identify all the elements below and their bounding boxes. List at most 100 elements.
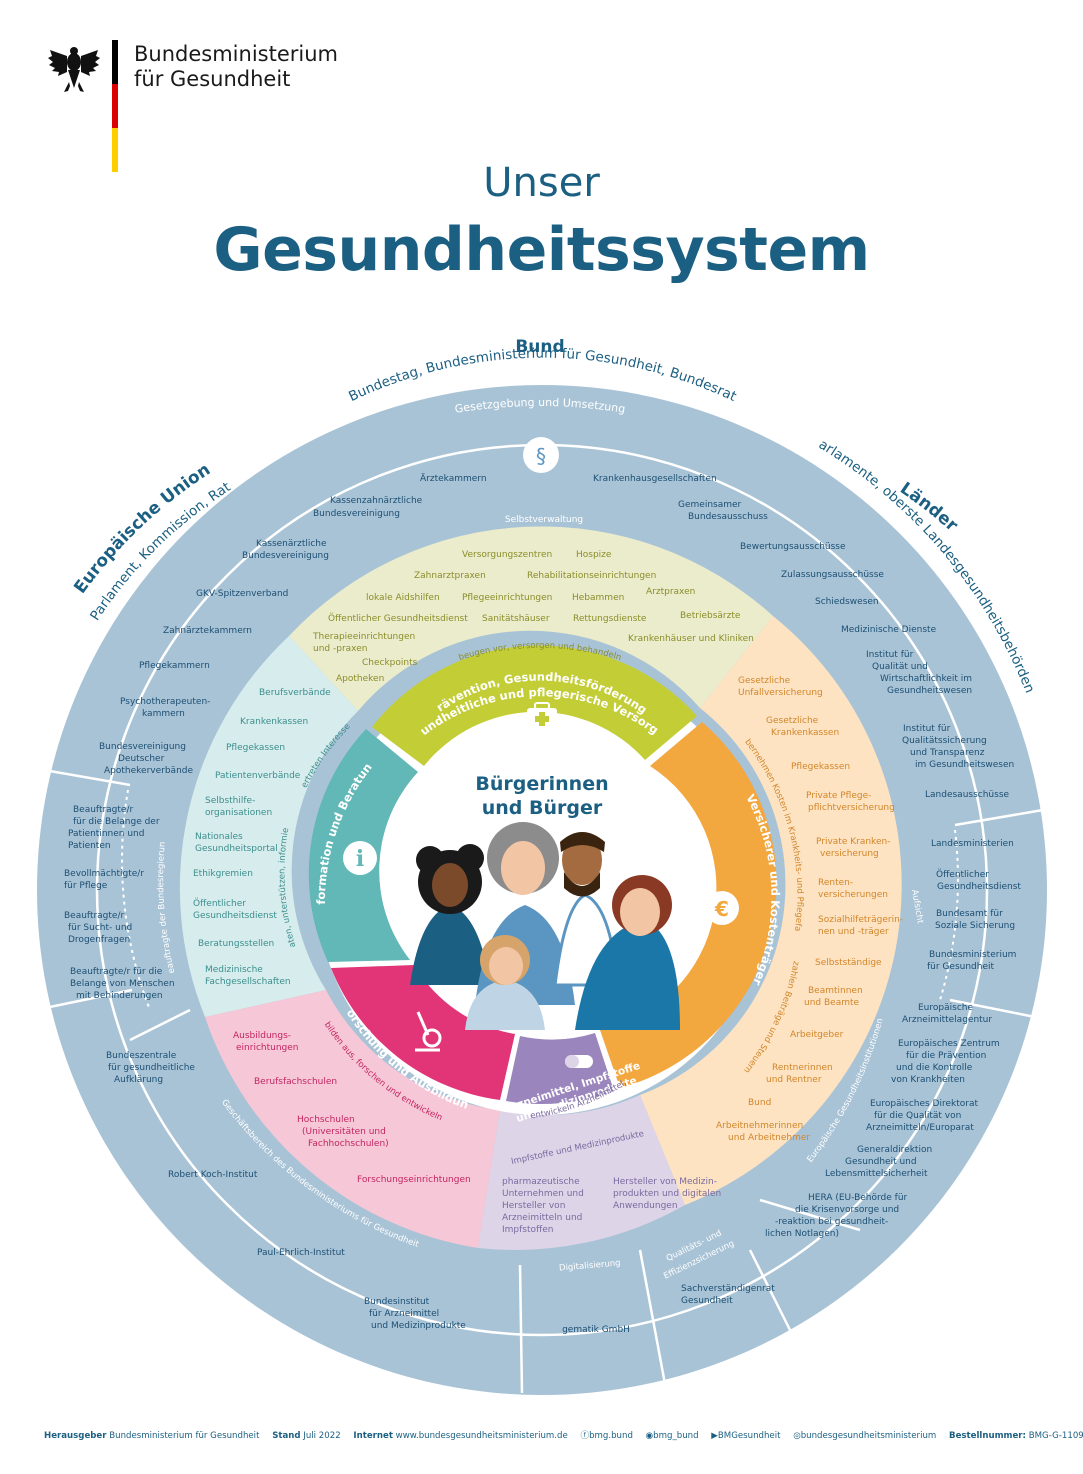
list-item: Europäische (918, 1003, 973, 1013)
selbstverwaltung-items: Ärztekammern Krankenhausgesellschaften K… (99, 473, 1014, 800)
list-item: Kassenzahnärztliche (330, 496, 423, 506)
list-item: lokale Aidshilfen (366, 593, 440, 603)
list-item: Hersteller von Medizin- (613, 1177, 717, 1187)
list-item: Öffentlicher Gesundheitsdienst (328, 613, 468, 624)
list-item: und Transparenz (910, 748, 985, 758)
list-item: Beamtinnen (808, 986, 863, 996)
list-item: und Medizinprodukte (371, 1321, 466, 1331)
list-item: Soziale Sicherung (935, 921, 1015, 931)
list-item: und Beamte (804, 998, 860, 1008)
list-item: Europäisches Direktorat (870, 1099, 978, 1109)
list-item: Forschungseinrichtungen (357, 1175, 471, 1185)
list-item: Paul-Ehrlich-Institut (257, 1248, 345, 1258)
list-item: Renten- (818, 878, 853, 888)
list-item: organisationen (205, 808, 272, 818)
sachverstaendigenrat-item2: Gesundheit (681, 1296, 733, 1306)
list-item: für Arzneimittel (369, 1309, 439, 1319)
list-item: Arzneimitteln und (502, 1213, 582, 1223)
list-item: Gesundheit und (845, 1157, 917, 1167)
list-item: Wirtschaftlichkeit im (880, 674, 972, 684)
list-item: Arzneimitteln/Europarat (866, 1123, 974, 1133)
footer-stand: Stand Juli 2022 (272, 1431, 341, 1441)
list-item: Selbstständige (815, 958, 882, 968)
versicherer-sector (640, 616, 902, 1205)
list-item: Ethikgremien (193, 869, 253, 879)
list-item: Belange von Menschen (70, 979, 175, 989)
microscope-icon (415, 1011, 442, 1052)
list-item: Ärztekammern (420, 473, 487, 484)
german-flag-bar (112, 40, 118, 172)
list-item: Bundesvereinigung (242, 551, 329, 561)
list-item: für Pflege (64, 881, 108, 891)
list-item: Beauftragte/r (73, 805, 133, 815)
capsule-icon (565, 1055, 593, 1068)
list-item: Bundesausschuss (688, 512, 768, 522)
list-item: Beauftragte/r (64, 911, 124, 921)
list-item: Betriebsärzte (680, 611, 741, 621)
youtube-icon: ▶ (711, 1431, 718, 1441)
list-item: im Gesundheitswesen (915, 760, 1014, 770)
arzneimittel-items: pharmazeutische Unternehmen und Herstell… (502, 1177, 721, 1235)
list-item: Arbeitgeber (790, 1030, 844, 1040)
list-item: pflichtversicherung (808, 803, 895, 813)
information-items: Berufsverbände Krankenkassen Pflegekasse… (193, 688, 331, 987)
list-item: von Krankheiten (891, 1075, 965, 1085)
footer-facebook[interactable]: ⓕbmg.bund (580, 1431, 633, 1441)
list-item: Arbeitnehmerinnen (716, 1121, 803, 1131)
list-item: Anwendungen (613, 1201, 678, 1211)
list-item: Drogenfragen (68, 935, 130, 945)
outer-dividers (43, 768, 1044, 1394)
svg-text:€: € (714, 897, 729, 921)
euro-icon: € (705, 891, 739, 925)
eu-institutionen-items: Europäische Arzneimittelagentur Europäis… (765, 1003, 1000, 1239)
twitter-icon: ◉ (645, 1431, 654, 1441)
list-item: Zulassungsausschüsse (781, 570, 884, 580)
footer-youtube[interactable]: ▶BMGesundheit (711, 1431, 781, 1441)
list-item: Bundesamt für (936, 909, 1003, 919)
footer-instagram[interactable]: ◎bundesgesundheitsministerium (793, 1431, 937, 1441)
list-item: nen und -träger (818, 927, 889, 937)
list-item: Berufsfachschulen (254, 1077, 337, 1087)
list-item: Kassenärztliche (256, 539, 327, 549)
list-item: Medizinische (205, 965, 263, 975)
versorgung-items: Versorgungszentren Hospize Zahnarztpraxe… (312, 550, 754, 684)
list-item: und -praxen (313, 644, 367, 654)
bund-title: Bund (515, 337, 564, 357)
list-item: Beauftragte/r für die (70, 967, 163, 977)
paragraph-icon: § (523, 437, 559, 473)
list-item: Sozialhilfeträgerin- (818, 915, 903, 925)
list-item: für gesundheitliche (108, 1063, 195, 1073)
list-item: Therapieeinrichtungen (312, 632, 415, 642)
list-item: Hochschulen (297, 1115, 355, 1125)
list-item: Beratungsstellen (198, 939, 274, 949)
list-item: Pflegeeinrichtungen (462, 593, 552, 603)
facebook-icon: ⓕ (580, 1431, 590, 1441)
versorgung-sector (289, 526, 773, 711)
list-item: Schiedswesen (815, 597, 879, 607)
list-item: mit Behinderungen (76, 991, 163, 1001)
list-item: Apotheken (336, 674, 384, 684)
footer-bestellnummer: Bestellnummer: BMG-G-11092 (949, 1431, 1083, 1441)
list-item: Robert Koch-Institut (168, 1170, 258, 1180)
list-item: für die Qualität von (874, 1111, 961, 1121)
list-item: Fachhochschulen) (308, 1139, 389, 1149)
sachverstaendigenrat-item1: Sachverständigenrat (681, 1284, 775, 1294)
footer-twitter[interactable]: ◉bmg_bund (645, 1431, 699, 1441)
list-item: versicherung (820, 849, 879, 859)
list-item: Generaldirektion (857, 1145, 932, 1155)
list-item: Hersteller von (502, 1201, 565, 1211)
list-item: Pflegekassen (226, 743, 285, 753)
list-item: Nationales (195, 832, 243, 842)
footer: Herausgeber Bundesministerium für Gesund… (44, 1429, 1083, 1441)
footer-internet[interactable]: Internet www.bundesgesundheitsministeriu… (353, 1431, 568, 1441)
list-item: Bund (748, 1098, 771, 1108)
footer-herausgeber: Herausgeber Bundesministerium für Gesund… (44, 1431, 260, 1441)
list-item: Selbsthilfe- (205, 796, 255, 806)
federal-eagle-icon (48, 47, 100, 92)
list-item: Gesundheitsportal (195, 844, 278, 854)
list-item: Krankenhäuser und Kliniken (628, 634, 754, 644)
list-item: Deutscher (118, 754, 165, 764)
list-item: Krankenkassen (771, 728, 839, 738)
list-item: Hospize (576, 550, 612, 560)
